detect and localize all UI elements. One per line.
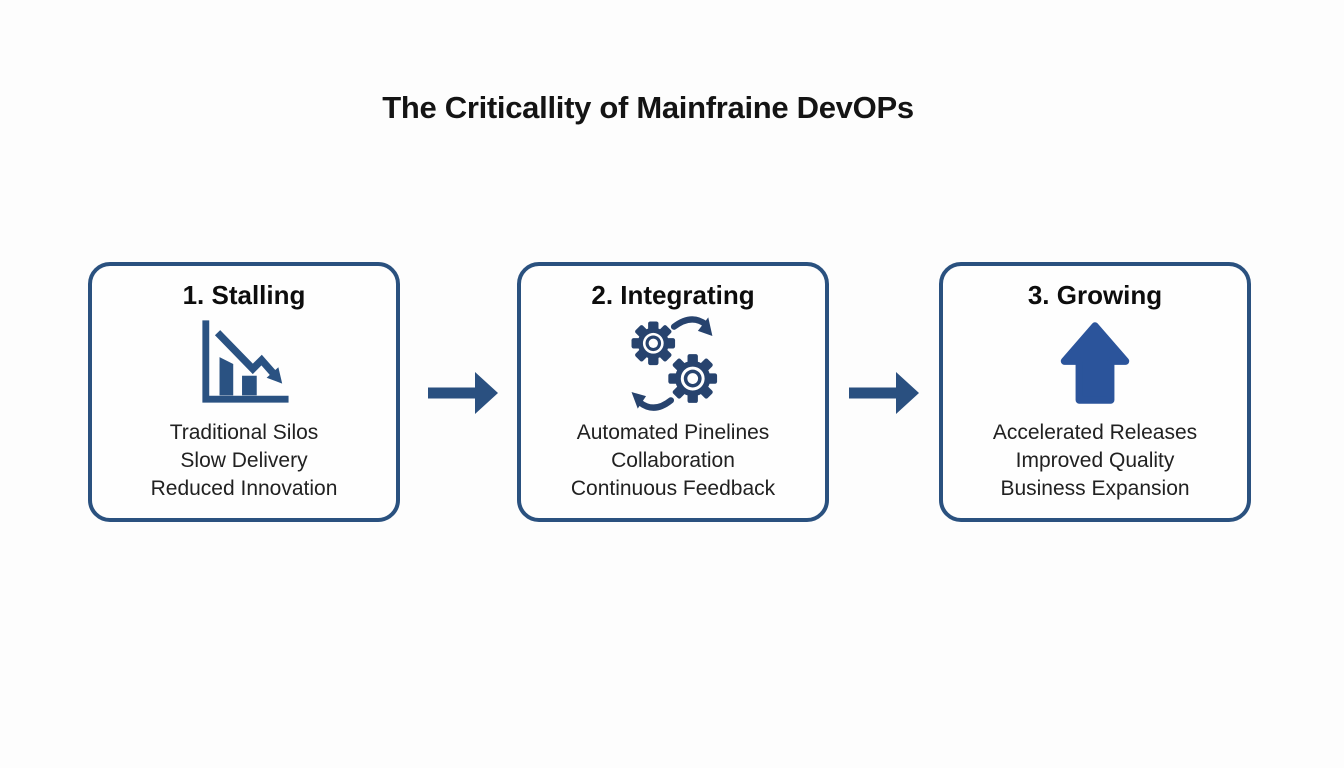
stage-line: Collaboration bbox=[611, 449, 735, 472]
stage-description: Accelerated Releases Improved Quality Bu… bbox=[993, 419, 1197, 503]
stage-line: Business Expansion bbox=[1000, 477, 1190, 500]
stage-line: Continuous Feedback bbox=[570, 477, 776, 500]
stage-card-integrating: 2. Integrating bbox=[517, 262, 829, 522]
stage-card-growing: 3. Growing Accelerated Releases Improved… bbox=[939, 262, 1251, 522]
right-arrow-icon bbox=[428, 371, 498, 415]
page-title: The Criticallity of Mainfraine DevOPs bbox=[382, 90, 914, 125]
stage-line: Reduced Innovation bbox=[150, 477, 338, 500]
stage-heading: 1. Stalling bbox=[182, 280, 306, 310]
stage-line: Automated Pinelines bbox=[576, 421, 770, 444]
stage-heading: 3. Growing bbox=[1027, 280, 1163, 310]
right-arrow-icon bbox=[849, 371, 919, 415]
gears-sync-icon bbox=[617, 313, 729, 413]
up-arrow-icon bbox=[1058, 313, 1132, 413]
stage-description: Traditional Silos Slow Delivery Reduced … bbox=[151, 419, 338, 503]
stage-line: Improved Quality bbox=[1015, 449, 1175, 472]
stage-line: Slow Delivery bbox=[180, 449, 308, 472]
stage-line: Traditional Silos bbox=[169, 421, 319, 444]
stage-card-stalling: 1. Stalling Traditional Silos Slow Deliv… bbox=[88, 262, 400, 522]
stage-heading: 2. Integrating bbox=[591, 280, 755, 310]
stage-line: Accelerated Releases bbox=[992, 421, 1198, 444]
declining-bar-chart-icon bbox=[197, 313, 291, 413]
stage-description: Automated Pinelines Collaboration Contin… bbox=[571, 419, 775, 503]
